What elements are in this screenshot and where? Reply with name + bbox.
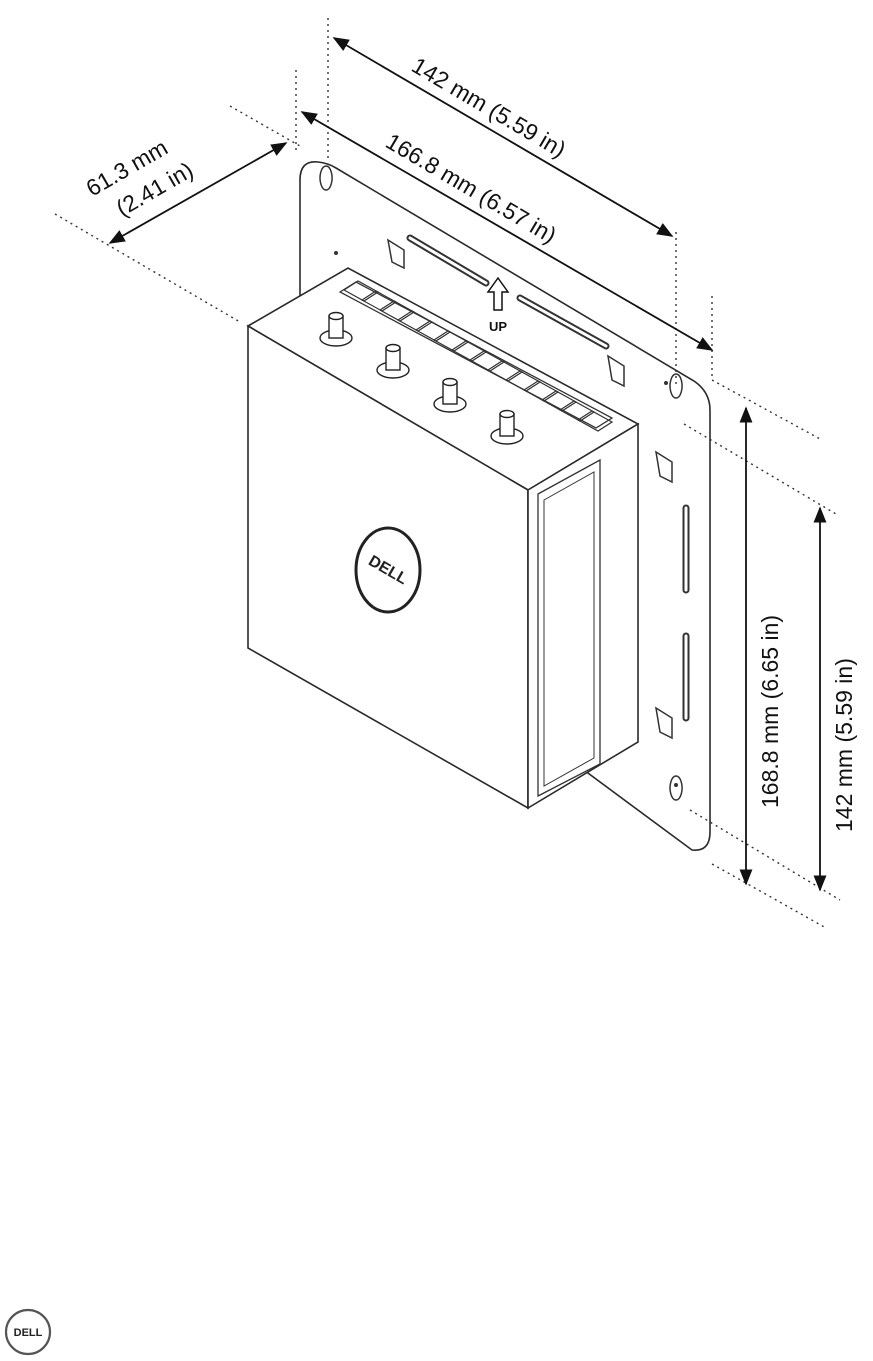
right-outer-height-label: 168.8 mm (6.65 in) bbox=[757, 615, 783, 808]
right-inner-height-label: 142 mm (5.59 in) bbox=[831, 658, 857, 832]
dell-device-logo: DELL bbox=[356, 528, 420, 612]
svg-text:DELL: DELL bbox=[14, 1327, 43, 1339]
up-label: UP bbox=[489, 319, 507, 334]
top-inner-width-label: 142 mm (5.59 in) bbox=[407, 52, 570, 163]
dell-footer-logo: DELL bbox=[6, 1310, 50, 1354]
